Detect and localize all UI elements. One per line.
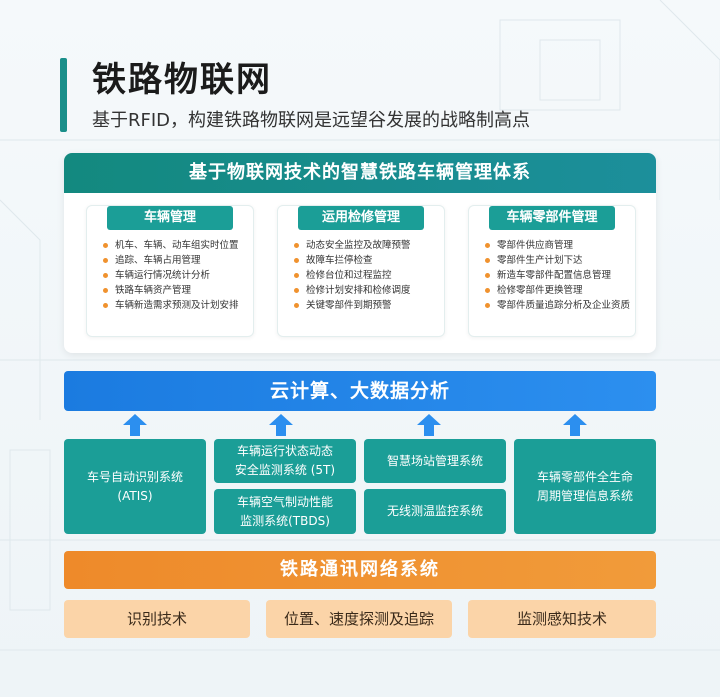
card-title: 车辆管理 [107, 206, 233, 230]
bullet-icon [294, 288, 299, 293]
arrow-up-icon [123, 414, 147, 436]
bullet-icon [485, 258, 490, 263]
tech-recognition: 识别技术 [64, 600, 250, 638]
list-item: 动态安全监控及故障预警 [294, 238, 444, 253]
system-label: 安全监测系统 (5T) [235, 461, 335, 480]
list-item: 零部件质量追踪分析及企业资质 [485, 298, 635, 313]
system-label: 车辆零部件全生命 [537, 468, 633, 487]
card-title: 运用检修管理 [298, 206, 424, 230]
system-label: 监测系统(TBDS) [240, 512, 330, 531]
bullet-icon [294, 243, 299, 248]
bullet-icon [103, 243, 108, 248]
list-item: 车辆运行情况统计分析 [103, 268, 253, 283]
arrow-up-icon [563, 414, 587, 436]
list-item: 铁路车辆资产管理 [103, 283, 253, 298]
bullet-icon [294, 303, 299, 308]
bullet-icon [103, 303, 108, 308]
cloud-computing-bar: 云计算、大数据分析 [64, 371, 656, 411]
system-smart-station: 智慧场站管理系统 [364, 439, 506, 483]
list-item: 检修零部件更换管理 [485, 283, 635, 298]
system-label: 车号自动识别系统 [87, 468, 183, 487]
list-item: 追踪、车辆占用管理 [103, 253, 253, 268]
bullet-icon [485, 288, 490, 293]
page-title: 铁路物联网 [92, 52, 272, 101]
bullet-icon [103, 288, 108, 293]
card-parts-management: 车辆零部件管理 零部件供应商管理 零部件生产计划下达 新造车零部件配置信息管理 … [468, 205, 636, 337]
bullet-icon [485, 273, 490, 278]
system-tbds: 车辆空气制动性能 监测系统(TBDS) [214, 489, 356, 534]
system-5t: 车辆运行状态动态 安全监测系统 (5T) [214, 439, 356, 483]
tech-position-tracking: 位置、速度探测及追踪 [266, 600, 452, 638]
railway-network-bar: 铁路通讯网络系统 [64, 551, 656, 589]
system-label: 车辆运行状态动态 [237, 442, 333, 461]
system-label: 周期管理信息系统 [537, 487, 633, 506]
bullet-icon [485, 303, 490, 308]
card-maintenance-management: 运用检修管理 动态安全监控及故障预警 故障车拦停检查 检修台位和过程监控 检修计… [277, 205, 445, 337]
list-item: 关键零部件到期预警 [294, 298, 444, 313]
system-label: (ATIS) [117, 487, 152, 506]
bullet-icon [294, 258, 299, 263]
bullet-icon [103, 258, 108, 263]
arrow-up-icon [269, 414, 293, 436]
arrow-up-icon [417, 414, 441, 436]
title-accent-bar [60, 58, 67, 132]
list-item: 检修计划安排和检修调度 [294, 283, 444, 298]
system-wireless-temp: 无线测温监控系统 [364, 489, 506, 534]
card-title: 车辆零部件管理 [489, 206, 615, 230]
management-system-panel: 基于物联网技术的智慧铁路车辆管理体系 车辆管理 机车、车辆、动车组实时位置 追踪… [64, 153, 656, 353]
list-item: 机车、车辆、动车组实时位置 [103, 238, 253, 253]
card-vehicle-management: 车辆管理 机车、车辆、动车组实时位置 追踪、车辆占用管理 车辆运行情况统计分析 … [86, 205, 254, 337]
bullet-icon [294, 273, 299, 278]
panel-title: 基于物联网技术的智慧铁路车辆管理体系 [64, 153, 656, 193]
system-label: 无线测温监控系统 [387, 502, 483, 521]
bullet-icon [103, 273, 108, 278]
system-parts-lifecycle: 车辆零部件全生命 周期管理信息系统 [514, 439, 656, 534]
bullet-icon [485, 243, 490, 248]
system-label: 车辆空气制动性能 [237, 493, 333, 512]
list-item: 车辆新造需求预测及计划安排 [103, 298, 253, 313]
tech-monitoring-sensing: 监测感知技术 [468, 600, 656, 638]
list-item: 零部件供应商管理 [485, 238, 635, 253]
list-item: 检修台位和过程监控 [294, 268, 444, 283]
system-atis: 车号自动识别系统 (ATIS) [64, 439, 206, 534]
list-item: 新造车零部件配置信息管理 [485, 268, 635, 283]
page-subtitle: 基于RFID，构建铁路物联网是远望谷发展的战略制高点 [92, 106, 530, 132]
list-item: 故障车拦停检查 [294, 253, 444, 268]
system-label: 智慧场站管理系统 [387, 452, 483, 471]
list-item: 零部件生产计划下达 [485, 253, 635, 268]
